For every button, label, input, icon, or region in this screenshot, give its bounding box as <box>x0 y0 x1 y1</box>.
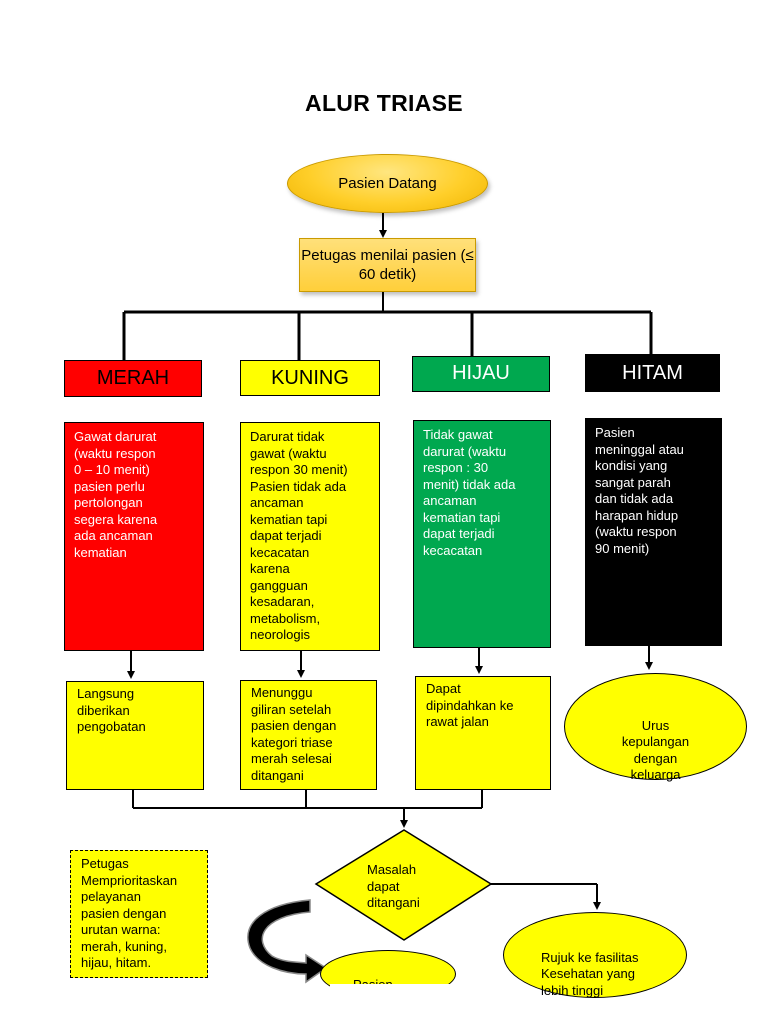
description-hijau: Tidak gawat darurat (waktu respon : 30 m… <box>413 420 551 648</box>
category-hijau: HIJAU <box>412 356 550 392</box>
result-hijau: Dapat dipindahkan ke rawat jalan <box>415 676 551 790</box>
start-label: Pasien Datang <box>338 175 437 192</box>
start-node: Pasien Datang <box>287 154 488 213</box>
description-hitam: Pasien meninggal atau kondisi yang sanga… <box>585 418 722 646</box>
decision-diamond <box>314 829 493 941</box>
category-merah: MERAH <box>64 360 202 397</box>
category-label: MERAH <box>96 367 170 389</box>
category-label: KUNING <box>271 367 349 389</box>
page-title: ALUR TRIASE <box>305 90 463 116</box>
category-label: HIJAU <box>452 362 510 384</box>
decision-label: Masalah dapat ditangani <box>367 862 420 910</box>
priority-note: Petugas Memprioritaskan pelayanan pasien… <box>70 850 208 978</box>
category-label: HITAM <box>622 362 683 384</box>
curved-arrow-icon <box>247 899 328 984</box>
outcome-right-ellipse: Rujuk ke fasilitas Kesehatan yang lebih … <box>503 912 687 998</box>
description-kuning: Darurat tidak gawat (waktu respon 30 men… <box>240 422 380 651</box>
assess-box: Petugas menilai pasien (≤ 60 detik) <box>299 238 476 292</box>
outcome-right: Rujuk ke fasilitas Kesehatan yang lebih … <box>541 949 639 998</box>
assess-label: Petugas menilai pasien (≤ 60 detik) <box>301 247 474 283</box>
result-hitam: Urus kepulangan dengan keluarga <box>621 717 690 783</box>
result-kuning: Menunggu giliran setelah pasien dengan k… <box>240 680 377 790</box>
category-kuning: KUNING <box>240 360 380 396</box>
page-edge-mask <box>330 984 450 1024</box>
result-hitam-ellipse: Urus kepulangan dengan keluarga <box>564 673 747 783</box>
category-hitam: HITAM <box>585 354 720 392</box>
description-merah: Gawat darurat (waktu respon 0 – 10 menit… <box>64 422 204 651</box>
result-merah: Langsung diberikan pengobatan <box>66 681 204 790</box>
